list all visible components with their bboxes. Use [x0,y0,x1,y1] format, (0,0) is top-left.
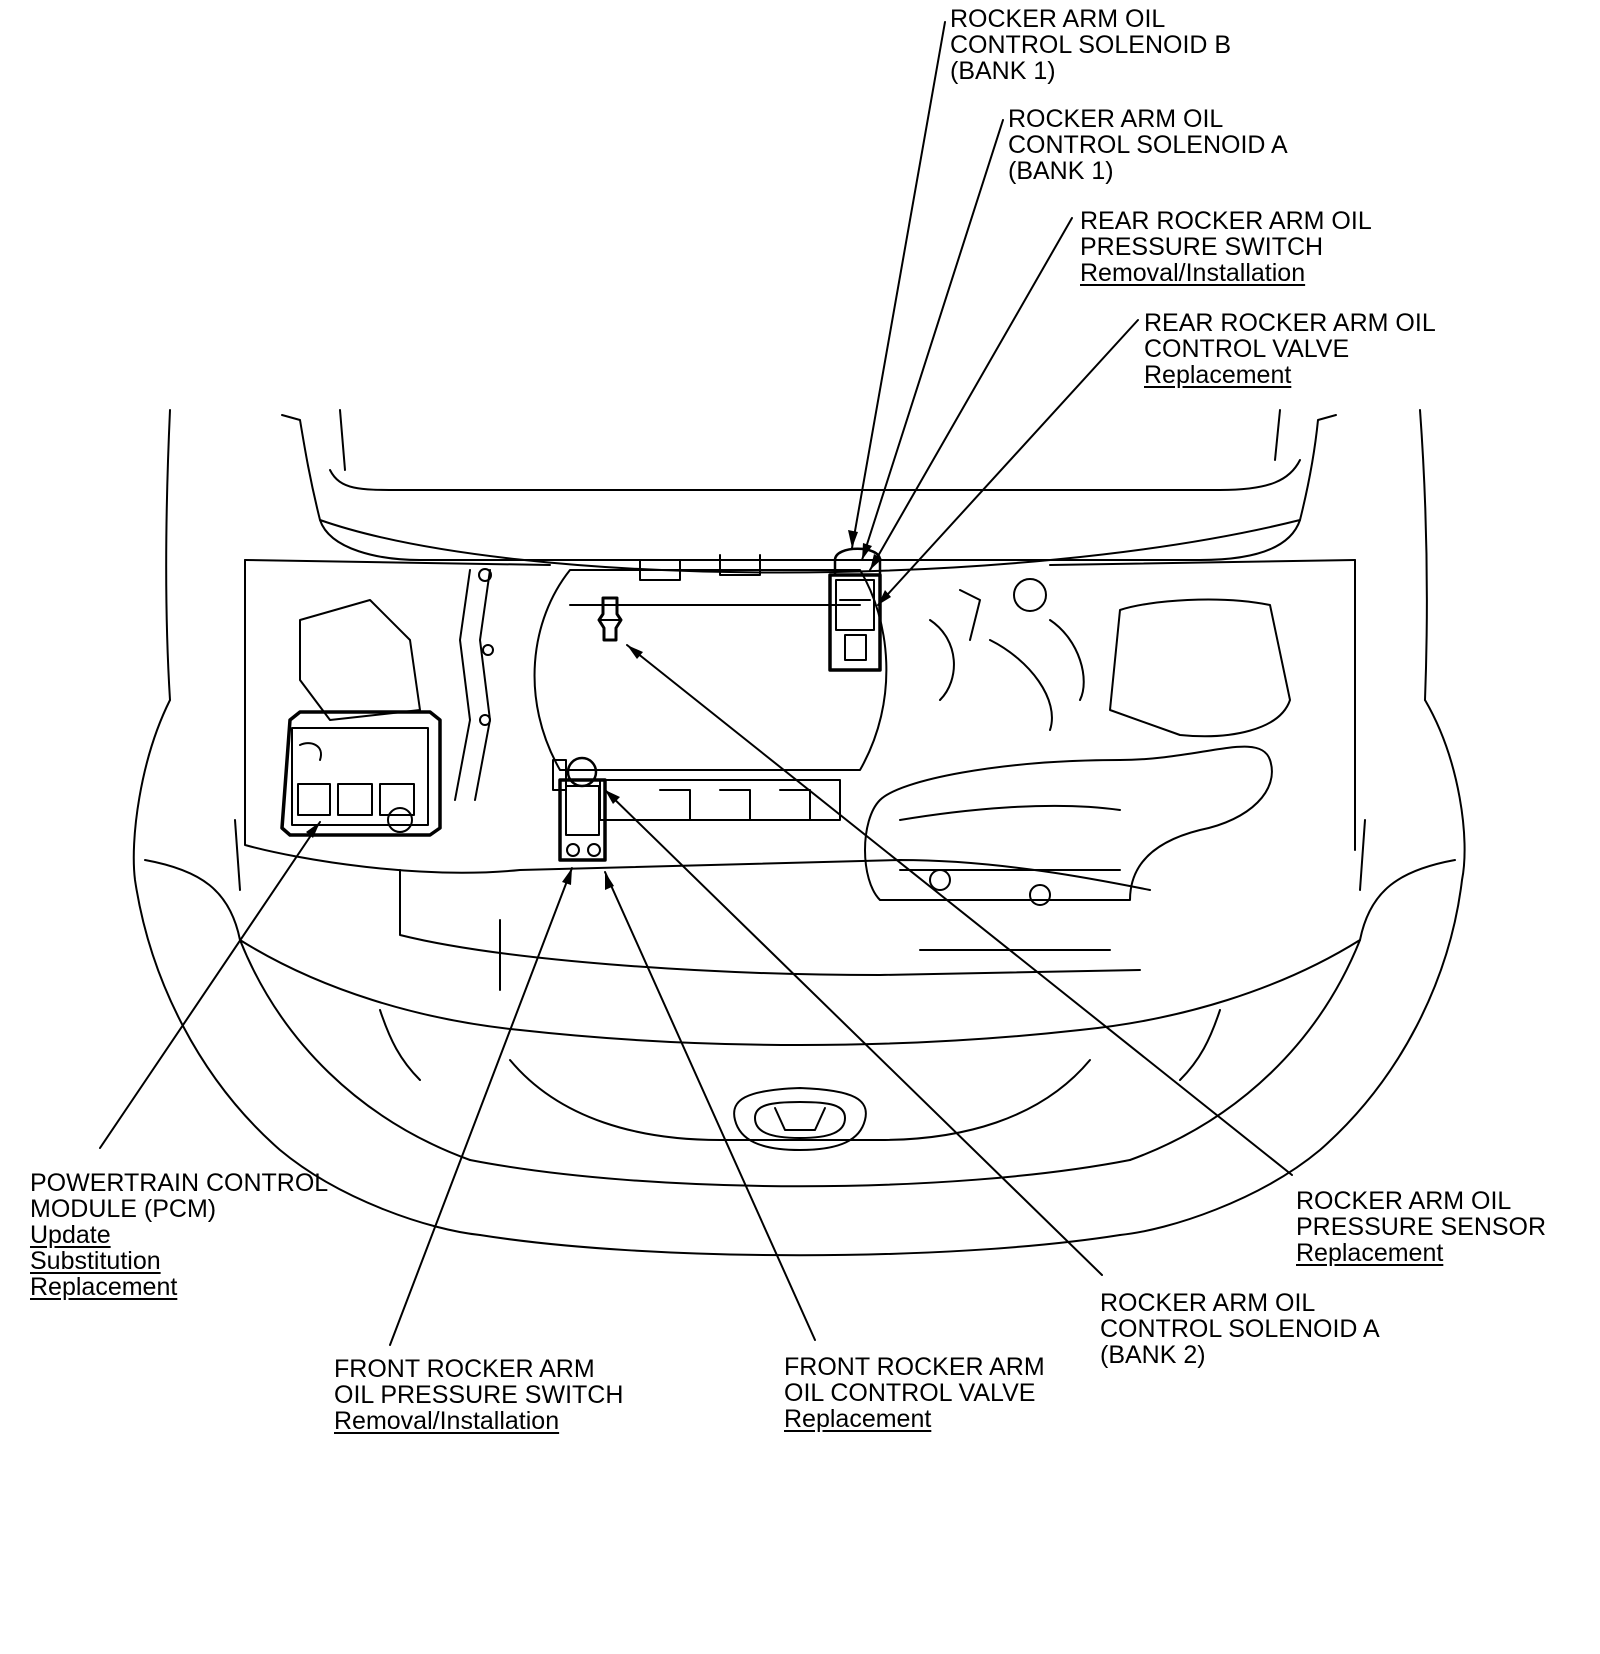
callout-line: FRONT ROCKER ARM [334,1355,595,1383]
callout-rear-pressure-switch: REAR ROCKER ARM OIL PRESSURE SWITCH Remo… [1080,208,1372,286]
leader-lines [99,21,1293,1346]
removal-installation-link[interactable]: Removal/Installation [1080,259,1306,287]
callout-line: (BANK 1) [1008,157,1114,185]
callout-line: REAR ROCKER ARM OIL [1080,207,1372,235]
callout-front-pressure-switch: FRONT ROCKER ARM OIL PRESSURE SWITCH Rem… [334,1356,623,1434]
arrowhead-solenoid-b-bank1 [848,530,858,548]
callout-line: PRESSURE SENSOR [1296,1213,1547,1241]
arrowhead-pcm [306,822,320,838]
leader-solenoid-a-bank2 [604,789,1103,1276]
removal-installation-link[interactable]: Removal/Installation [334,1407,560,1435]
callout-line: (BANK 1) [950,57,1056,85]
callout-line: PRESSURE SWITCH [1080,233,1324,261]
arrowhead-front-pressure-switch [562,868,572,885]
replacement-link[interactable]: Replacement [1144,361,1292,389]
leader-front-pressure-switch [389,867,573,1346]
callout-solenoid-a-bank1: ROCKER ARM OIL CONTROL SOLENOID A (BANK … [1008,106,1288,184]
rear-valve-assembly [828,547,882,672]
leader-front-control-valve [604,871,816,1341]
callout-line: CONTROL SOLENOID A [1100,1315,1380,1343]
air-intake [864,578,1291,951]
update-link[interactable]: Update [30,1221,111,1249]
callout-line: POWERTRAIN CONTROL [30,1169,329,1197]
callout-line: OIL CONTROL VALVE [784,1379,1036,1407]
callout-pcm: POWERTRAIN CONTROL MODULE (PCM) Update S… [30,1170,328,1300]
leader-solenoid-a-bank1 [861,119,1004,561]
callout-line: REAR ROCKER ARM OIL [1144,309,1436,337]
arrowhead-pressure-sensor [627,645,643,659]
arrowhead-solenoid-a-bank2 [605,790,620,804]
callout-line: (BANK 2) [1100,1341,1206,1369]
replacement-link[interactable]: Replacement [30,1273,178,1301]
leader-pcm [99,821,321,1149]
callout-line: ROCKER ARM OIL [1296,1187,1512,1215]
pcm-module [280,710,442,837]
leader-rear-control-valve [877,319,1139,606]
leader-rear-pressure-switch [869,217,1073,571]
callout-front-control-valve: FRONT ROCKER ARM OIL CONTROL VALVE Repla… [784,1354,1045,1432]
leader-solenoid-b-bank1 [851,21,946,549]
substitution-link[interactable]: Substitution [30,1247,161,1275]
callout-pressure-sensor: ROCKER ARM OIL PRESSURE SENSOR Replaceme… [1296,1188,1546,1266]
callout-line: ROCKER ARM OIL [1100,1289,1316,1317]
callout-solenoid-b-bank1: ROCKER ARM OIL CONTROL SOLENOID B (BANK … [950,6,1231,84]
engine-bay [244,559,1356,991]
arrowhead-front-control-valve [605,872,614,890]
replacement-link[interactable]: Replacement [784,1405,932,1433]
callout-line: ROCKER ARM OIL [1008,105,1224,133]
leader-pressure-sensor [626,644,1293,1176]
callout-line: OIL PRESSURE SWITCH [334,1381,624,1409]
callout-line: FRONT ROCKER ARM [784,1353,1045,1381]
callout-line: CONTROL SOLENOID B [950,31,1232,59]
callout-line: CONTROL VALVE [1144,335,1350,363]
replacement-link[interactable]: Replacement [1296,1239,1444,1267]
callout-line: MODULE (PCM) [30,1195,217,1223]
emblem [733,1087,867,1151]
callout-line: CONTROL SOLENOID A [1008,131,1288,159]
callout-solenoid-a-bank2: ROCKER ARM OIL CONTROL SOLENOID A (BANK … [1100,1290,1380,1368]
front-valve-assembly [552,756,607,862]
arrowhead-solenoid-a-bank1 [862,543,872,560]
callout-rear-control-valve: REAR ROCKER ARM OIL CONTROL VALVE Replac… [1144,310,1436,388]
hood-outline [165,409,1428,701]
body-outline [132,699,1466,1257]
callout-line: ROCKER ARM OIL [950,5,1166,33]
arrowhead-rear-control-valve [878,590,891,605]
arrowhead-rear-pressure-switch [870,554,882,570]
pressure-sensor [597,596,623,642]
engine-cover [454,554,888,821]
arrowheads [306,530,891,890]
